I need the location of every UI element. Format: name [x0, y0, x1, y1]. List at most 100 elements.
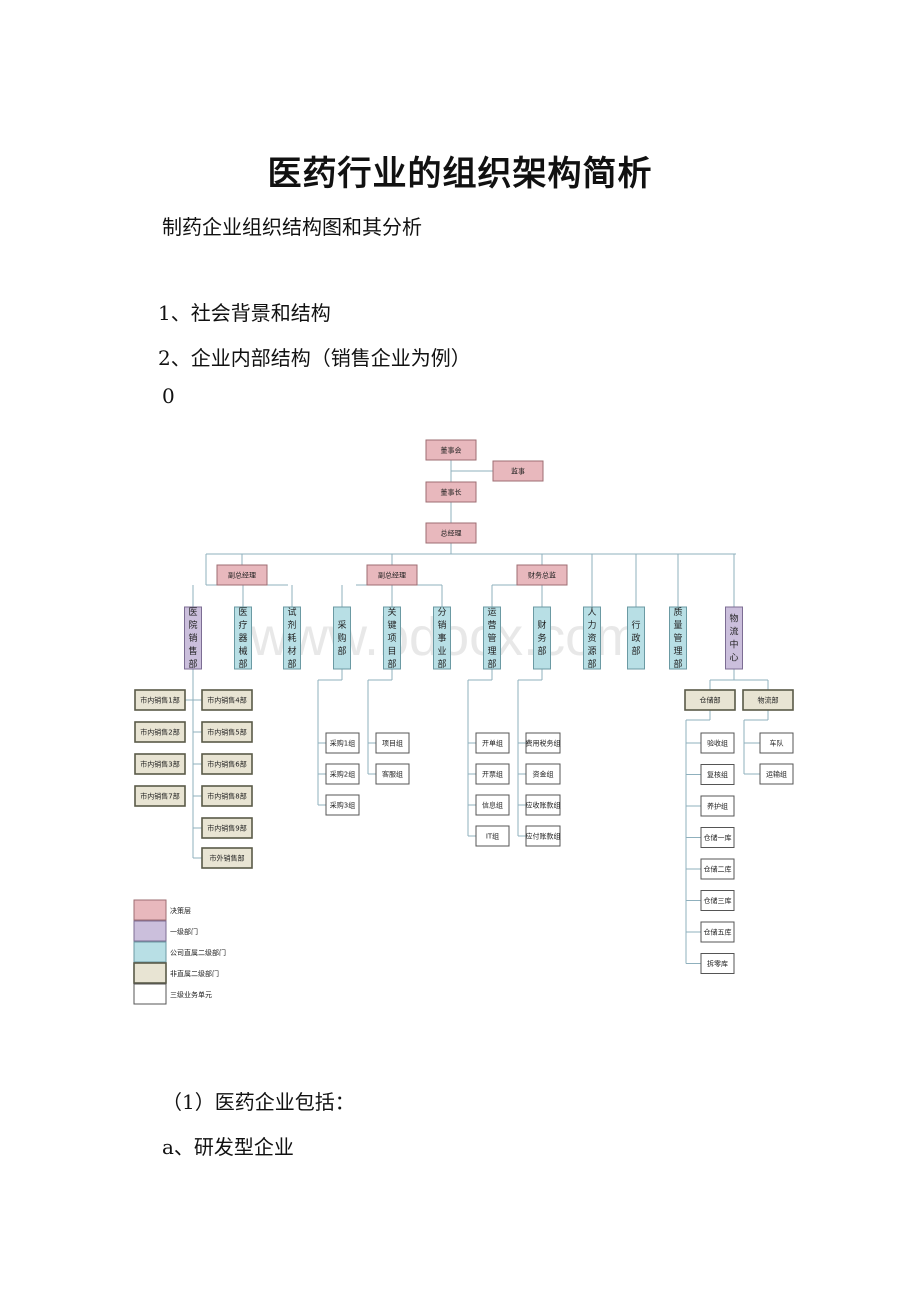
dept-3-char: 部 [337, 645, 346, 657]
dept-1-char: 器 [238, 633, 247, 644]
org-chart: www.bdocx.com 董事会监事董事长总经理副总经理副总经理财务总监医院销… [133, 439, 794, 1005]
dept-10-char: 管 [673, 632, 682, 644]
node-general-manager-box [425, 522, 477, 544]
dept-0-char: 售 [188, 645, 197, 657]
purchase-group-1-box [325, 763, 360, 785]
warehouse-group-3-box [700, 827, 735, 848]
dept-10-box [669, 606, 687, 670]
dept-2-box [283, 606, 301, 670]
warehouse-group-4-label: 仓储二库 [704, 865, 732, 874]
city-sales-right-1-label: 市内销售5部 [207, 728, 246, 737]
dept-2-char: 部 [287, 658, 296, 670]
finance-group-3: 应付账款组 [525, 825, 561, 847]
node-general-manager-label: 总经理 [441, 529, 462, 538]
dept-6-char: 管 [487, 632, 496, 644]
city-sales-right-5-box [201, 847, 253, 869]
dept-0-char: 院 [188, 619, 197, 631]
dept-7-box [533, 606, 551, 670]
dept-5-char: 部 [437, 658, 446, 670]
warehouse-group-4: 仓储二库 [700, 858, 735, 880]
warehouse-group-6: 仓储五库 [700, 921, 735, 943]
warehouse-group-7-box [700, 953, 735, 974]
dept-5-box [433, 606, 451, 670]
dept-3-box [333, 606, 351, 670]
dept-9-char: 政 [631, 632, 640, 644]
node-supervisor-label: 监事 [511, 467, 525, 476]
node-board-box [425, 439, 477, 461]
ops-group-0: 开单组 [475, 732, 510, 754]
purchase-group-1-label: 采购2组 [330, 770, 355, 779]
legend-swatch [133, 899, 167, 921]
ops-group-0-box [475, 732, 510, 754]
city-sales-right-2-label: 市内销售6部 [207, 760, 246, 769]
dept-6-char: 理 [487, 646, 496, 657]
warehouse-group-6-label: 仓储五库 [704, 928, 732, 937]
dept-9-box [627, 606, 645, 670]
dept-1-char: 医 [238, 607, 247, 618]
legend-item-0: 决策层 [133, 899, 191, 921]
city-sales-right-1-box [201, 721, 253, 743]
finance-group-1-label: 资金组 [533, 770, 554, 779]
node-board: 董事会 [425, 439, 477, 461]
ops-group-1-label: 开票组 [482, 770, 503, 779]
dept-4-char: 关 [387, 606, 396, 618]
dept-4-char: 键 [387, 619, 396, 631]
node-vice-1-box [366, 564, 418, 586]
warehouse-group-1-label: 复核组 [707, 770, 728, 779]
dept-3-char: 采 [337, 620, 346, 631]
dept-0-box [184, 606, 202, 670]
purchase-group-1: 采购2组 [325, 763, 360, 785]
dept-6-char: 营 [487, 619, 496, 631]
paragraph-rd-enterprise: a、研发型企业 [162, 1135, 294, 1159]
purchase-group-2-label: 采购3组 [330, 801, 355, 810]
legend-label: 公司直属二级部门 [170, 948, 226, 957]
warehouse-group-1: 复核组 [700, 764, 735, 785]
dept-5-char: 业 [437, 646, 446, 657]
city-sales-left-3-box [134, 785, 186, 807]
warehouse-group-2-label: 养护组 [707, 802, 728, 811]
dept-4-char: 项 [387, 633, 396, 644]
finance-group-0-label: 费用税务组 [526, 739, 561, 748]
ops-group-3-box [475, 825, 510, 847]
city-sales-left-3: 市内销售7部 [134, 785, 186, 807]
ops-group-1-box [475, 763, 510, 785]
document-title: 医药行业的组织架构简析 [267, 154, 653, 194]
node-vice-2-label: 财务总监 [528, 571, 556, 580]
warehouse-group-5-label: 仓储三库 [704, 896, 732, 905]
ops-group-1: 开票组 [475, 763, 510, 785]
purchase-group-0-box [325, 732, 360, 754]
finance-group-1: 资金组 [525, 763, 561, 785]
node-vice-2: 财务总监 [516, 564, 568, 586]
legend-swatch [133, 920, 167, 942]
ops-group-3-label: IT组 [486, 832, 499, 841]
transport-group-1-box [759, 763, 794, 785]
node-chairman-box [425, 481, 477, 503]
dept-7-char: 务 [537, 632, 546, 644]
ops-group-2-box [475, 794, 510, 816]
dept-3: 采购部 [333, 606, 351, 670]
transport-group-0-label: 车队 [770, 739, 784, 748]
node-board-label: 董事会 [441, 446, 462, 455]
warehouse-group-3-label: 仓储一库 [704, 833, 732, 842]
legend-item-2: 公司直属二级部门 [133, 941, 226, 963]
dept-5-char: 销 [437, 619, 446, 631]
city-sales-right-5: 市外销售部 [201, 847, 253, 869]
city-sales-right-0: 市内销售4部 [201, 689, 253, 711]
dept-2-char: 耗 [287, 633, 296, 644]
dept-8-char: 源 [587, 646, 596, 657]
paragraph-pharma-types: （1）医药企业包括： [162, 1090, 355, 1114]
city-sales-left-2: 市内销售3部 [134, 753, 186, 775]
warehouse-group-0: 验收组 [700, 732, 735, 754]
finance-group-2-label: 应收账款组 [526, 801, 561, 810]
org-chart-nodes: 董事会监事董事长总经理副总经理副总经理财务总监医院销售部医疗器械部试剂耗材部采购… [133, 439, 794, 1005]
dept-7-char: 财 [537, 619, 546, 631]
node-vice-1-label: 副总经理 [378, 571, 406, 580]
warehouse-group-5-box [700, 890, 735, 911]
node-transport-box [742, 689, 794, 711]
